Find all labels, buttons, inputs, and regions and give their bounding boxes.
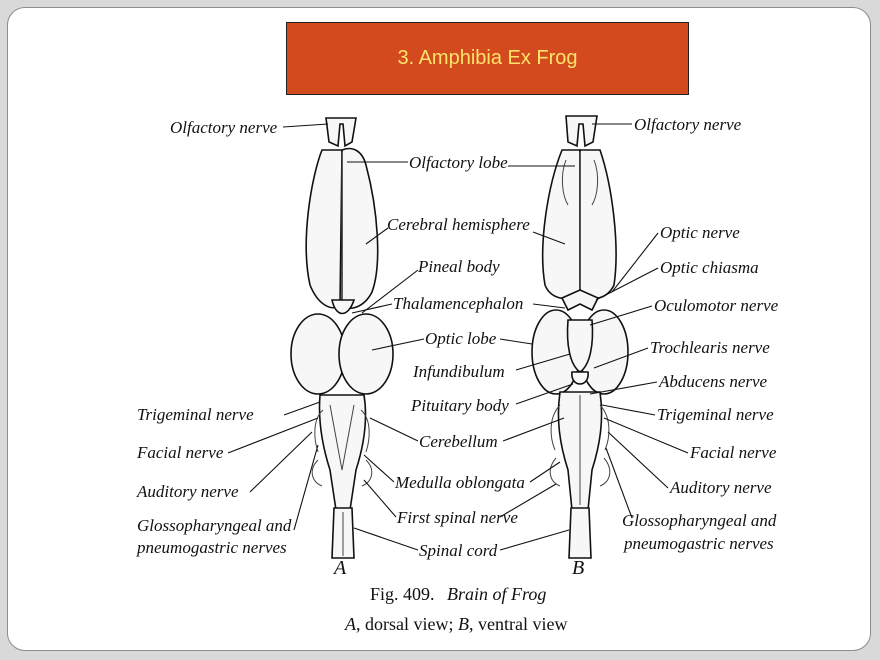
label-medulla-oblongata: Medulla oblongata xyxy=(394,473,525,492)
dorsal-olfactory-nerves xyxy=(325,117,357,148)
label-left-glosso-line2: pneumogastric nerves xyxy=(136,538,287,557)
caption-fig-number: Fig. 409. xyxy=(370,584,435,604)
left-labels: Olfactory nerve Trigeminal nerve Facial … xyxy=(136,118,292,557)
label-infundibulum: Infundibulum xyxy=(412,362,505,381)
label-oculomotor-nerve: Oculomotor nerve xyxy=(654,296,779,315)
caption-title: Brain of Frog xyxy=(447,584,546,604)
label-cerebral-hemisphere: Cerebral hemisphere xyxy=(387,215,530,234)
ventral-pituitary xyxy=(571,371,589,385)
dorsal-left-hemisphere xyxy=(305,149,343,309)
ventral-spinal-cord xyxy=(568,507,592,559)
view-letter-b: B xyxy=(572,557,584,579)
caption-a-letter: A xyxy=(344,614,357,634)
slide-title-box: 3. Amphibia Ex Frog xyxy=(286,22,689,95)
label-abducens-nerve: Abducens nerve xyxy=(658,372,768,391)
label-pituitary-body: Pituitary body xyxy=(410,396,509,415)
label-left-olfactory-nerve: Olfactory nerve xyxy=(170,118,278,137)
caption-b-text: , ventral view xyxy=(469,614,567,634)
ventral-view-drawing xyxy=(531,115,629,559)
figure-caption-line1: Fig. 409. Brain of Frog xyxy=(370,584,546,604)
label-left-trigeminal-nerve: Trigeminal nerve xyxy=(137,405,254,424)
label-spinal-cord: Spinal cord xyxy=(419,541,498,560)
figure-caption-line2: A, dorsal view; B, ventral view xyxy=(344,614,567,634)
label-olfactory-lobe: Olfactory lobe xyxy=(409,153,508,172)
label-right-glosso-line1: Glossopharyngeal and xyxy=(622,511,777,530)
dorsal-thalamencephalon xyxy=(331,299,356,315)
leader-lines xyxy=(227,123,689,551)
label-left-auditory-nerve: Auditory nerve xyxy=(136,482,239,501)
view-letter-a: A xyxy=(332,557,347,579)
label-first-spinal-nerve: First spinal nerve xyxy=(396,508,518,527)
caption-b-letter: B xyxy=(458,614,469,634)
right-labels: Olfactory nerve Optic nerve Optic chiasm… xyxy=(622,115,779,553)
dorsal-view-drawing xyxy=(290,117,394,559)
ventral-right-hemisphere xyxy=(579,149,617,300)
caption-a-text: , dorsal view; xyxy=(356,614,458,634)
center-labels: Olfactory lobe Cerebral hemisphere Pinea… xyxy=(387,153,530,560)
label-right-olfactory-nerve: Olfactory nerve xyxy=(634,115,742,134)
slide-title: 3. Amphibia Ex Frog xyxy=(397,47,578,69)
slide-frame xyxy=(7,7,871,651)
dorsal-medulla xyxy=(318,394,367,511)
label-right-trigeminal-nerve: Trigeminal nerve xyxy=(657,405,774,424)
label-left-glosso-line1: Glossopharyngeal and xyxy=(137,516,292,535)
label-optic-chiasma: Optic chiasma xyxy=(660,258,759,277)
ventral-left-hemisphere xyxy=(541,149,581,300)
label-cerebellum: Cerebellum xyxy=(419,432,498,451)
label-left-facial-nerve: Facial nerve xyxy=(136,443,224,462)
label-optic-nerve: Optic nerve xyxy=(660,223,740,242)
ventral-olfactory-nerves xyxy=(565,115,598,148)
ventral-optic-chiasma xyxy=(560,289,600,312)
label-pineal-body: Pineal body xyxy=(417,257,500,276)
label-optic-lobe: Optic lobe xyxy=(425,329,497,348)
dorsal-right-optic-lobe xyxy=(338,313,394,395)
label-right-auditory-nerve: Auditory nerve xyxy=(669,478,772,497)
label-trochlearis-nerve: Trochlearis nerve xyxy=(650,338,770,357)
dorsal-left-optic-lobe xyxy=(290,313,346,395)
label-right-facial-nerve: Facial nerve xyxy=(689,443,777,462)
dorsal-right-hemisphere xyxy=(341,147,379,309)
label-thalamencephalon: Thalamencephalon xyxy=(393,294,523,313)
label-right-glosso-line2: pneumogastric nerves xyxy=(623,534,774,553)
